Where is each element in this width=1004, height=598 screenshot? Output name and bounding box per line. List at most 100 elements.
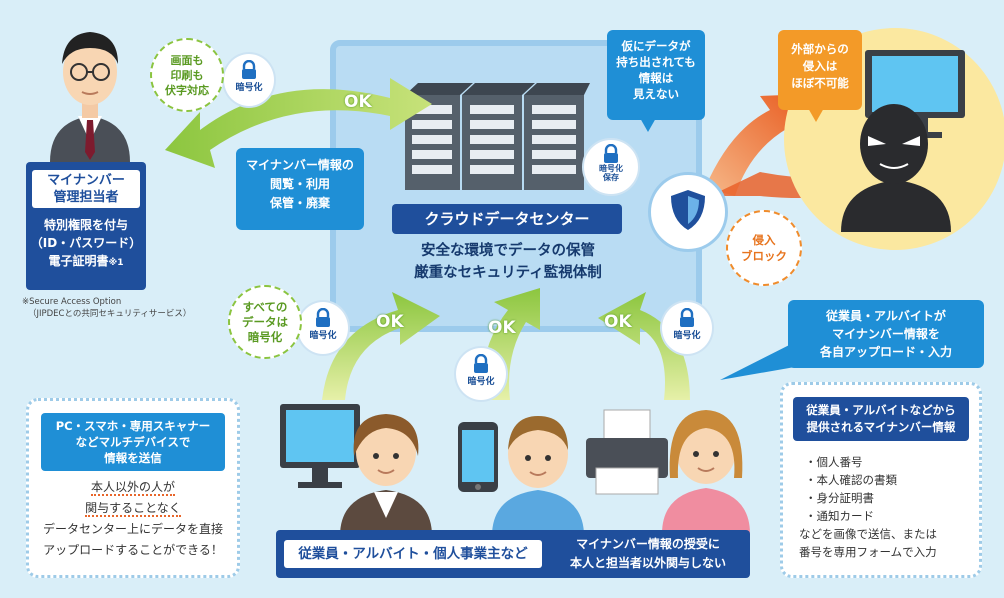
mynumber-info-line-2: 閲覧・利用: [269, 177, 330, 191]
all-encrypted-badge: すべての データは 暗号化: [228, 285, 302, 359]
intrusion-line-2: 侵入は: [802, 59, 838, 73]
encrypt-label: 暗号化: [235, 83, 263, 93]
multi-device-header-line-1: PC・スマホ・専用スキャナー: [55, 419, 211, 433]
left-ok-arrow: [322, 292, 440, 400]
bottom-bar-right-line-2: 本人と担当者以外関与しない: [569, 556, 726, 570]
admin-card: マイナンバー 管理担当者 特別権限を付与 （ID・パスワード） 電子証明書※1: [26, 162, 146, 290]
shield-badge: [648, 172, 728, 252]
employee-woman-illustration: [336, 400, 436, 536]
employees-upload-line-2: マイナンバー情報を: [832, 327, 940, 341]
provided-info-footer-line-2: 番号を専用フォームで入力: [799, 545, 937, 559]
block-badge: 侵入 ブロック: [726, 210, 802, 286]
all-encrypted-line-2: データは: [242, 314, 288, 329]
encrypt-label: 暗号化: [467, 377, 495, 387]
employees-upload-bubble: 従業員・アルバイトが マイナンバー情報を 各自アップロード・入力: [788, 300, 984, 368]
employee-girl-illustration: [658, 398, 754, 534]
multi-device-body-line-1: 本人以外の人が: [90, 480, 175, 496]
employees-upload-line-1: 従業員・アルバイトが: [826, 309, 946, 323]
all-encrypted-line-3: 暗号化: [247, 329, 283, 344]
admin-note: ※1: [108, 258, 124, 268]
hacker-illustration: [836, 92, 956, 232]
shield-icon: [671, 190, 705, 230]
bottom-bar-right-line-1: マイナンバー情報の授受に: [576, 537, 720, 551]
leak-bubble-tail: [640, 118, 656, 132]
admin-cert: 電子証明書: [48, 254, 109, 268]
encrypt-badge-middle: 暗号化: [454, 346, 508, 402]
encrypt-label: 暗号化: [673, 331, 701, 341]
mynumber-info-line-3: 保管・廃棄: [269, 196, 330, 210]
lock-icon: [474, 354, 488, 373]
datacenter-title: クラウドデータセンター: [392, 204, 622, 234]
leak-line-1: 仮にデータが: [621, 39, 691, 53]
ok-label-middle: OK: [488, 318, 516, 338]
block-line-1: 侵入: [752, 233, 776, 247]
screen-print-line-3: 伏字対応: [165, 83, 209, 97]
right-ok-arrow: [598, 292, 690, 400]
leak-line-3: 情報は: [638, 71, 674, 85]
multi-device-header-line-2: などマルチデバイスで: [75, 435, 191, 449]
admin-title: マイナンバー 管理担当者: [32, 170, 140, 208]
list-item: ・身分証明書: [805, 491, 874, 505]
multi-device-header-line-3: 情報を送信: [104, 451, 162, 465]
admin-title-line-1: マイナンバー: [47, 173, 125, 188]
leak-line-2: 持ち出されても: [616, 55, 696, 69]
intrusion-line-1: 外部からの: [791, 42, 849, 56]
multi-device-body-line-2: 関与することなく: [85, 501, 181, 517]
list-item: ・本人確認の書類: [805, 473, 897, 487]
admin-title-line-2: 管理担当者: [53, 190, 119, 205]
encrypt-store-line-2: 保存: [603, 173, 619, 182]
admin-footnote-line-1: ※Secure Access Option: [22, 297, 122, 307]
leak-line-4: 見えない: [633, 87, 679, 101]
admin-footnote-line-2: （JIPDECとの共同セキュリティサービス）: [28, 309, 192, 319]
screen-print-badge: 画面も 印刷も 伏字対応: [150, 38, 224, 112]
list-item: ・通知カード: [805, 509, 874, 523]
employee-man-illustration: [488, 404, 588, 536]
provided-info-footer-line-1: などを画像で送信、または: [799, 527, 937, 541]
ok-label-right: OK: [604, 312, 632, 332]
provided-info-panel: 従業員・アルバイトなどから 提供されるマイナンバー情報 ・個人番号 ・本人確認の…: [780, 382, 982, 578]
bottom-bar-left-label: 従業員・アルバイト・個人事業主など: [284, 540, 542, 568]
printer-device-icon: [582, 408, 672, 498]
encrypt-label: 暗号化: [309, 331, 337, 341]
datacenter-description: 安全な環境でデータの保管 厳重なセキュリティ監視体制: [380, 240, 636, 284]
admin-footnote: ※Secure Access Option （JIPDECとの共同セキュリティサ…: [22, 296, 191, 320]
intrusion-bubble-tail: [808, 108, 824, 122]
provided-info-header: 従業員・アルバイトなどから 提供されるマイナンバー情報: [793, 397, 969, 441]
provided-info-header-line-1: 従業員・アルバイトなどから: [806, 403, 956, 417]
multi-device-panel: PC・スマホ・専用スキャナー などマルチデバイスで 情報を送信 本人以外の人が …: [26, 398, 240, 578]
screen-print-line-1: 画面も: [170, 53, 204, 67]
multi-device-header: PC・スマホ・専用スキャナー などマルチデバイスで 情報を送信: [41, 413, 225, 471]
leak-bubble: 仮にデータが 持ち出されても 情報は 見えない: [607, 30, 705, 120]
lock-icon: [680, 308, 694, 327]
lock-icon: [316, 308, 330, 327]
admin-person-illustration: [40, 12, 140, 162]
datacenter-line-1: 安全な環境でデータの保管: [421, 243, 595, 259]
mynumber-info-box: マイナンバー情報の 閲覧・利用 保管・廃棄: [236, 148, 364, 230]
intrusion-bubble: 外部からの 侵入は ほぼ不可能: [778, 30, 862, 110]
admin-desc-line-3: 電子証明書※1: [26, 252, 146, 272]
multi-device-body-line-4: アップロードすることができる！: [43, 543, 223, 557]
admin-desc-line-2: （ID・パスワード）: [30, 236, 142, 250]
block-line-2: ブロック: [741, 249, 787, 263]
ok-label-left: OK: [376, 312, 404, 332]
employees-upload-line-3: 各自アップロード・入力: [819, 345, 952, 359]
ok-label-top: OK: [344, 92, 372, 112]
server-rack-icon: [400, 80, 590, 195]
lock-icon: [242, 60, 256, 79]
intrusion-line-3: ほぼ不可能: [791, 76, 849, 90]
all-encrypted-line-1: すべての: [242, 299, 288, 314]
top-ok-arrow: [165, 78, 432, 168]
encrypted-storage-badge: 暗号化 保存: [582, 138, 640, 196]
screen-print-line-2: 印刷も: [170, 68, 204, 82]
admin-desc-line-1: 特別権限を付与: [43, 218, 128, 232]
monitor-device-icon: [278, 402, 362, 492]
datacenter-line-2: 厳重なセキュリティ監視体制: [414, 265, 602, 281]
smartphone-device-icon: [456, 420, 500, 494]
encrypt-badge-top: 暗号化: [222, 52, 276, 108]
list-item: ・個人番号: [805, 455, 863, 469]
encrypt-badge-left: 暗号化: [296, 300, 350, 356]
multi-device-body-line-3: データセンター上にデータを直接: [42, 522, 223, 536]
encrypt-store-line-1: 暗号化: [599, 164, 623, 173]
provided-info-header-line-2: 提供されるマイナンバー情報: [806, 420, 956, 434]
lock-icon: [604, 144, 618, 163]
